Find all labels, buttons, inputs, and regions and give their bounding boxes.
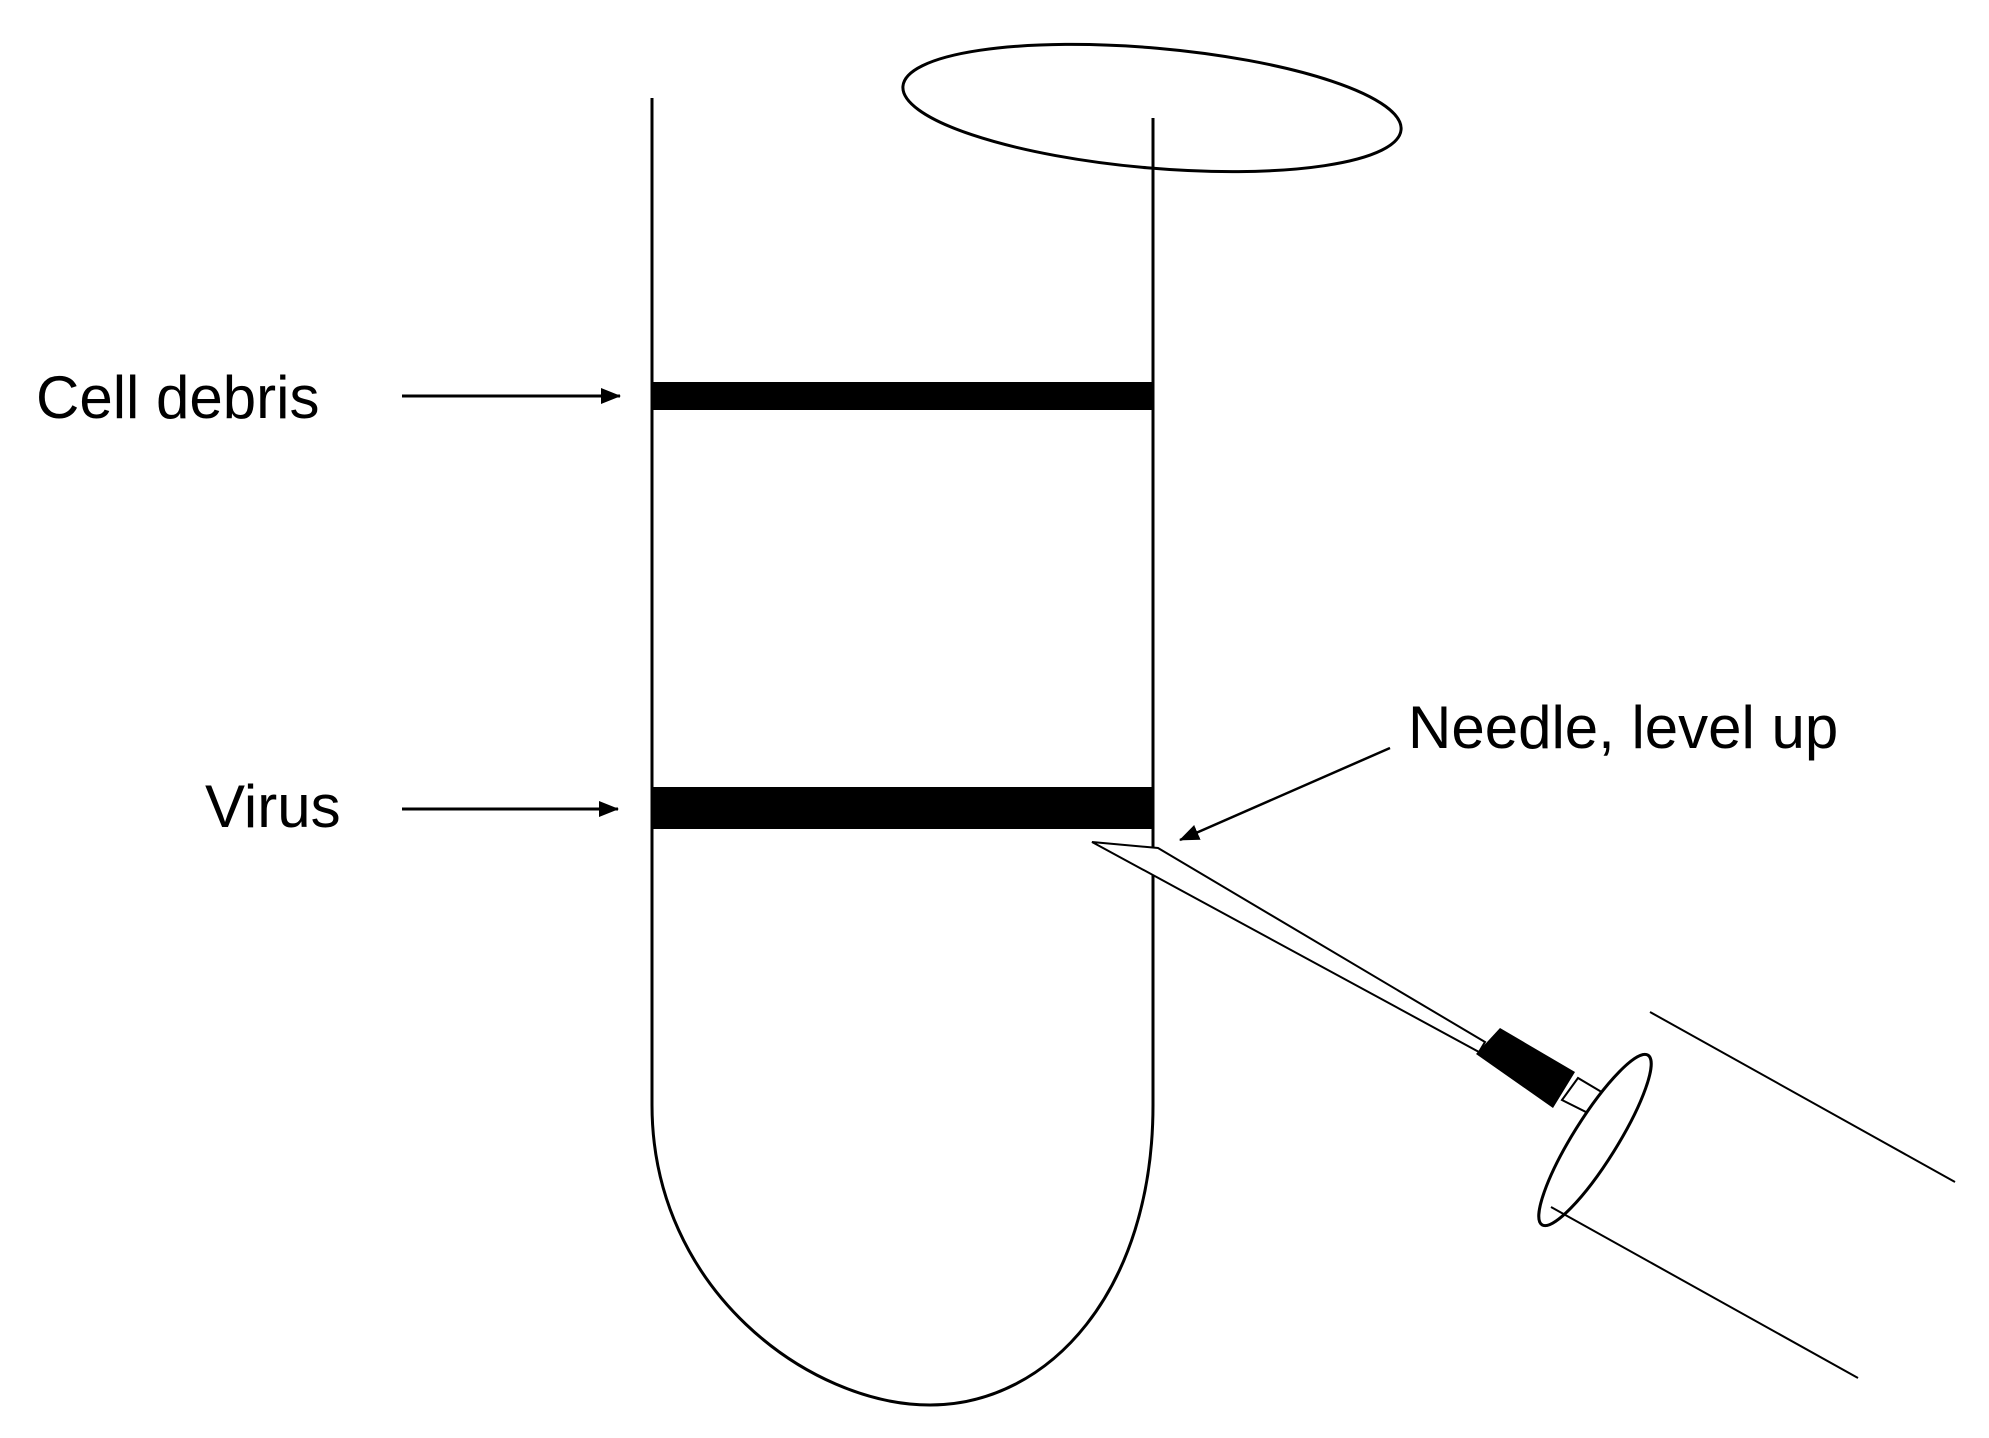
tube-body xyxy=(650,98,1155,1407)
cell-debris-label: Cell debris xyxy=(36,364,320,431)
syringe xyxy=(1091,841,1956,1379)
needle-label: Needle, level up xyxy=(1408,694,1839,761)
syringe-barrel-top xyxy=(1649,1011,1956,1183)
cell-debris-band xyxy=(652,382,1152,410)
virus-label: Virus xyxy=(205,773,341,840)
virus-band xyxy=(652,787,1152,829)
needle-arrow xyxy=(1179,746,1391,842)
needle-shaft xyxy=(1091,841,1487,1054)
needle-hub xyxy=(1476,1028,1575,1108)
tube-opening xyxy=(901,42,1403,174)
syringe-flange xyxy=(1537,1052,1653,1228)
centrifuge-tube xyxy=(650,42,1403,1407)
syringe-barrel-bottom xyxy=(1550,1206,1859,1379)
